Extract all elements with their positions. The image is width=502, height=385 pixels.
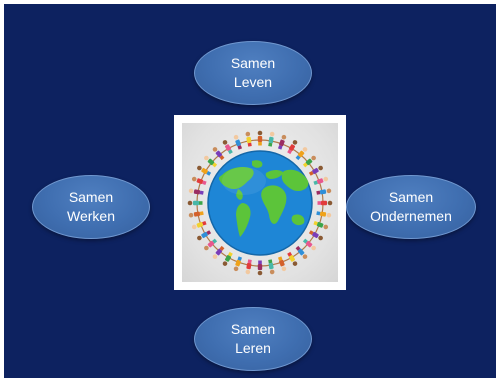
person-figure xyxy=(197,165,212,176)
node-label-line1: Samen xyxy=(230,321,276,337)
node-label-line1: Samen xyxy=(388,189,434,205)
person-figure xyxy=(212,147,225,161)
person-figure xyxy=(257,260,263,276)
node-samen-leven: Samen Leven xyxy=(194,41,312,105)
person-figure xyxy=(302,155,316,168)
node-samen-werken: Samen Werken xyxy=(32,175,150,239)
node-label-line2: Leren xyxy=(235,340,271,356)
person-figure xyxy=(212,245,225,259)
person-figure xyxy=(287,251,298,266)
person-figure xyxy=(188,188,204,195)
person-figure xyxy=(277,256,287,272)
node-label-line2: Werken xyxy=(67,208,115,224)
node-label-line2: Leven xyxy=(233,74,273,90)
person-figure xyxy=(313,220,329,230)
globe-illustration xyxy=(187,130,333,276)
person-figure xyxy=(222,251,233,266)
center-image-frame xyxy=(174,115,346,290)
person-figure xyxy=(191,220,207,230)
person-figure xyxy=(295,147,308,161)
person-figure xyxy=(204,238,218,251)
node-label-line2: Ondernemen xyxy=(370,208,452,224)
person-figure xyxy=(308,230,323,241)
node-samen-leren: Samen Leren xyxy=(194,307,312,371)
node-label-line1: Samen xyxy=(230,55,276,71)
person-figure xyxy=(233,256,243,272)
person-figure xyxy=(204,155,218,168)
people-ring xyxy=(187,130,333,276)
globe-with-people-holding-hands-icon xyxy=(182,123,338,282)
person-figure xyxy=(295,245,308,259)
node-samen-ondernemen: Samen Ondernemen xyxy=(346,175,476,239)
globe-continents xyxy=(218,160,309,237)
person-figure xyxy=(302,238,316,251)
person-figure xyxy=(316,211,332,218)
person-figure xyxy=(197,230,212,241)
person-figure xyxy=(191,176,207,186)
person-figure xyxy=(277,134,287,150)
person-figure xyxy=(257,130,263,146)
node-label-line1: Samen xyxy=(68,189,114,205)
person-figure xyxy=(268,259,275,275)
person-figure xyxy=(308,165,323,176)
person-figure xyxy=(316,188,332,195)
person-figure xyxy=(268,131,275,147)
slide-background: Samen Leven Samen Werken Samen Onderneme… xyxy=(4,4,496,378)
person-figure xyxy=(245,131,252,147)
person-figure xyxy=(317,200,333,206)
person-figure xyxy=(313,176,329,186)
person-figure xyxy=(222,140,233,155)
person-figure xyxy=(287,140,298,155)
person-figure xyxy=(245,259,252,275)
person-figure xyxy=(188,211,204,218)
person-figure xyxy=(187,200,203,206)
person-figure xyxy=(233,134,243,150)
